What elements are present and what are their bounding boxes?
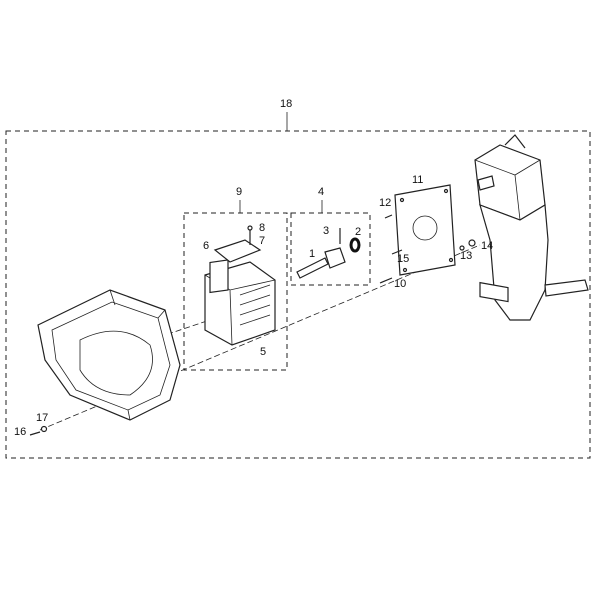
callout-14: 14 bbox=[481, 240, 494, 252]
callout-7: 7 bbox=[259, 235, 266, 247]
assembly-axis bbox=[39, 244, 481, 431]
cover-plate bbox=[213, 239, 262, 263]
callout-13: 13 bbox=[460, 250, 473, 262]
callout-4: 4 bbox=[318, 186, 325, 198]
shaft-assembly bbox=[296, 228, 346, 279]
callout-6: 6 bbox=[203, 240, 210, 252]
callout-9: 9 bbox=[236, 186, 243, 198]
group-box-9 bbox=[183, 212, 288, 371]
bolt-12 bbox=[384, 214, 393, 219]
callout-2: 2 bbox=[355, 226, 362, 238]
nut-13 bbox=[459, 245, 465, 251]
callout-12: 12 bbox=[379, 197, 392, 209]
callout-18: 18 bbox=[280, 98, 293, 110]
callout-3: 3 bbox=[323, 225, 330, 237]
mounting-plate bbox=[394, 184, 456, 276]
callout-10: 10 bbox=[394, 278, 407, 290]
callout-15: 15 bbox=[397, 253, 410, 265]
adapter-housing bbox=[204, 259, 276, 346]
seal-ring bbox=[349, 237, 361, 253]
callout-5: 5 bbox=[260, 346, 267, 358]
bolt-15 bbox=[391, 249, 403, 255]
bolt-16 bbox=[29, 431, 41, 436]
lower-unit bbox=[474, 134, 589, 321]
bolt-10 bbox=[379, 277, 393, 284]
group-box-18 bbox=[5, 130, 591, 459]
callout-1: 1 bbox=[309, 248, 316, 260]
washer-14 bbox=[468, 239, 476, 247]
callout-11: 11 bbox=[412, 174, 424, 186]
screw-head-8 bbox=[247, 225, 253, 231]
bell-housing bbox=[37, 289, 181, 421]
callout-16: 16 bbox=[14, 426, 27, 438]
group-box-4 bbox=[290, 212, 371, 286]
washer-17 bbox=[40, 425, 48, 433]
callout-8: 8 bbox=[259, 222, 266, 234]
callout-17: 17 bbox=[36, 412, 49, 424]
